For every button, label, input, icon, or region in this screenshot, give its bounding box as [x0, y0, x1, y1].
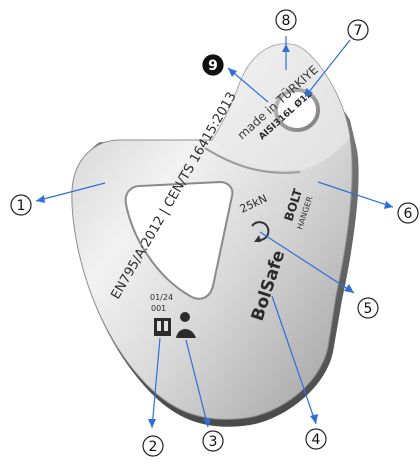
read-manual-icon [154, 318, 171, 336]
callout-6-number: 6 [404, 206, 413, 222]
batch-top-engraving: 01/24 [150, 293, 173, 302]
leader-arrow-1 [36, 195, 45, 203]
leader-arrow-4 [310, 414, 318, 424]
batch-bottom-engraving: 001 [151, 304, 166, 313]
callout-5-number: 5 [364, 301, 373, 317]
callout-4: 4 [306, 429, 326, 449]
callout-1: 1 [11, 195, 31, 215]
callout-9: 9 [203, 55, 223, 75]
callout-1-number: 1 [17, 198, 26, 214]
callout-5: 5 [358, 298, 378, 318]
callout-6: 6 [398, 203, 418, 223]
callout-3: 3 [203, 431, 223, 451]
leader-arrow-6 [384, 201, 393, 209]
callout-8-number: 8 [282, 13, 291, 29]
callout-2-number: 2 [149, 439, 158, 455]
leader-arrow-9 [228, 68, 237, 77]
callout-3-number: 3 [209, 434, 218, 450]
callout-2: 2 [143, 436, 163, 456]
leader-arrow-2 [148, 419, 156, 428]
leader-arrow-5 [344, 284, 354, 293]
bolt-hanger-body [72, 44, 359, 427]
callout-9-number: 9 [208, 58, 218, 74]
callout-4-number: 4 [312, 432, 321, 448]
callout-8: 8 [276, 10, 296, 30]
callout-7-number: 7 [354, 23, 363, 39]
callout-7: 7 [348, 20, 368, 40]
